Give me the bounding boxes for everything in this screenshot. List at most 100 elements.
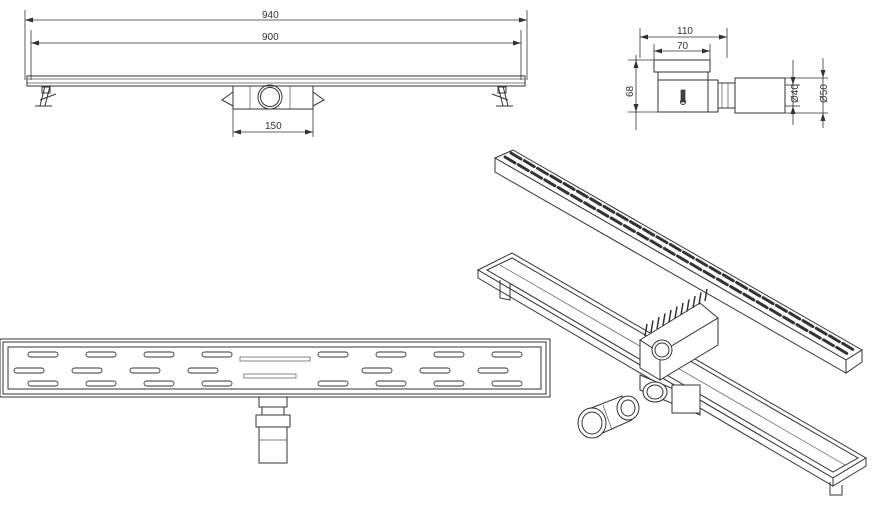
- iso-grate: [493, 149, 863, 374]
- iso-grate-slot: [788, 311, 802, 321]
- iso-grate-slot: [735, 280, 749, 290]
- iso-grate-slot: [689, 262, 703, 272]
- cage-fin: [698, 292, 702, 305]
- dimension-70: 70: [677, 41, 689, 52]
- iso-grate-slot: [708, 265, 722, 275]
- iso-grate-slot: [522, 159, 536, 169]
- dimension-940: 940: [262, 10, 279, 21]
- iso-grate-slot: [721, 273, 735, 283]
- iso-outlet-box: [639, 288, 719, 416]
- cage-fin: [674, 306, 678, 319]
- cage-fin: [680, 302, 684, 316]
- dimension-68: 68: [625, 85, 636, 97]
- iso-grate-slot: [682, 250, 695, 260]
- iso-grate-slot: [748, 288, 762, 298]
- cage-fin: [662, 313, 666, 326]
- grate-slot: [491, 380, 523, 387]
- iso-grate-slot: [589, 197, 603, 207]
- grate-slot: [201, 351, 233, 358]
- iso-grate-slot: [655, 235, 669, 245]
- iso-grate-slot: [821, 338, 835, 348]
- iso-channel: [476, 252, 867, 496]
- grate-slot: [13, 367, 45, 374]
- iso-grate-slot: [774, 303, 788, 313]
- iso-grate-slot: [556, 185, 570, 195]
- iso-grate-slot: [702, 269, 716, 279]
- grate-slot: [419, 367, 451, 374]
- iso-grate-slot: [642, 227, 656, 237]
- grate-slot: [27, 351, 59, 358]
- iso-grate-slot: [503, 155, 517, 165]
- cage-fin: [704, 288, 708, 302]
- grate-slot: [317, 351, 349, 358]
- dimension-150: 150: [265, 121, 282, 132]
- iso-grate-slot: [755, 300, 769, 310]
- grate-slot: [201, 380, 233, 387]
- top-view: [0, 338, 551, 464]
- iso-grate-slot: [536, 166, 550, 176]
- iso-grate-slot: [768, 307, 782, 317]
- cage-fin: [656, 316, 660, 330]
- iso-grate-slot: [801, 319, 815, 329]
- grate-slot: [187, 367, 219, 374]
- iso-outlet-pipe: [577, 395, 640, 439]
- cage-fin: [644, 323, 648, 337]
- grate-slot: [85, 351, 117, 358]
- grate-slot: [85, 380, 117, 387]
- iso-grate-slot: [609, 216, 623, 226]
- grate-slot: [375, 380, 407, 387]
- iso-grate-slot: [530, 170, 544, 180]
- grate-slot: [491, 351, 523, 358]
- iso-grate-slot: [583, 201, 597, 211]
- iso-grate-slot: [841, 341, 855, 351]
- iso-grate-slot: [569, 193, 583, 203]
- iso-grate-slot: [636, 231, 650, 241]
- dimension-diameter-50: Ø50: [819, 84, 830, 103]
- dimension-110: 110: [677, 26, 693, 37]
- iso-grate-slot: [835, 345, 849, 355]
- iso-grate-slot: [562, 181, 576, 191]
- grate-slot: [477, 367, 509, 374]
- iso-grate-slot: [662, 246, 676, 256]
- dimension-diameter-40: Ø40: [790, 84, 801, 103]
- isometric-view: [476, 149, 867, 496]
- grate-slot: [375, 351, 407, 358]
- iso-grate-slot: [761, 296, 775, 306]
- grate-slot: [433, 351, 465, 358]
- dimension-900: 900: [262, 32, 279, 43]
- iso-grate-slot: [602, 204, 616, 214]
- cage-fin: [668, 309, 672, 323]
- iso-grate-slot: [615, 212, 629, 222]
- grate-slot: [71, 367, 103, 374]
- grate-slots: [13, 351, 523, 387]
- iso-grate-slot: [596, 208, 610, 218]
- grate-slot: [143, 380, 175, 387]
- siphon-cage: [644, 288, 708, 337]
- front-view: 940 900 150: [24, 10, 528, 137]
- iso-grate-slots: [503, 151, 855, 355]
- side-view: 110 70 68 Ø40: [625, 26, 830, 130]
- grate-slot: [361, 367, 393, 374]
- grate-slot: [129, 367, 161, 374]
- cage-fin: [650, 320, 654, 333]
- iso-grate-slot: [782, 315, 796, 325]
- iso-grate-slot: [543, 178, 557, 188]
- iso-grate-slot: [649, 239, 663, 249]
- iso-grate-slot: [516, 163, 530, 173]
- iso-grate-slot: [715, 277, 729, 287]
- iso-grate-slot: [729, 284, 743, 294]
- iso-grate-slot: [808, 330, 822, 340]
- cage-fin: [692, 295, 696, 309]
- iso-grate-slot: [795, 323, 809, 333]
- iso-grate-slot: [814, 326, 828, 336]
- iso-grate-slot: [742, 292, 756, 302]
- iso-grate-slot: [668, 242, 682, 252]
- cage-fin: [686, 299, 690, 312]
- grate-slot: [27, 380, 59, 387]
- iso-grate-slot: [549, 174, 563, 184]
- grate-slot: [143, 351, 175, 358]
- iso-grate-slot: [622, 224, 636, 234]
- iso-grate-slot: [628, 220, 642, 230]
- iso-grate-slot: [575, 189, 589, 199]
